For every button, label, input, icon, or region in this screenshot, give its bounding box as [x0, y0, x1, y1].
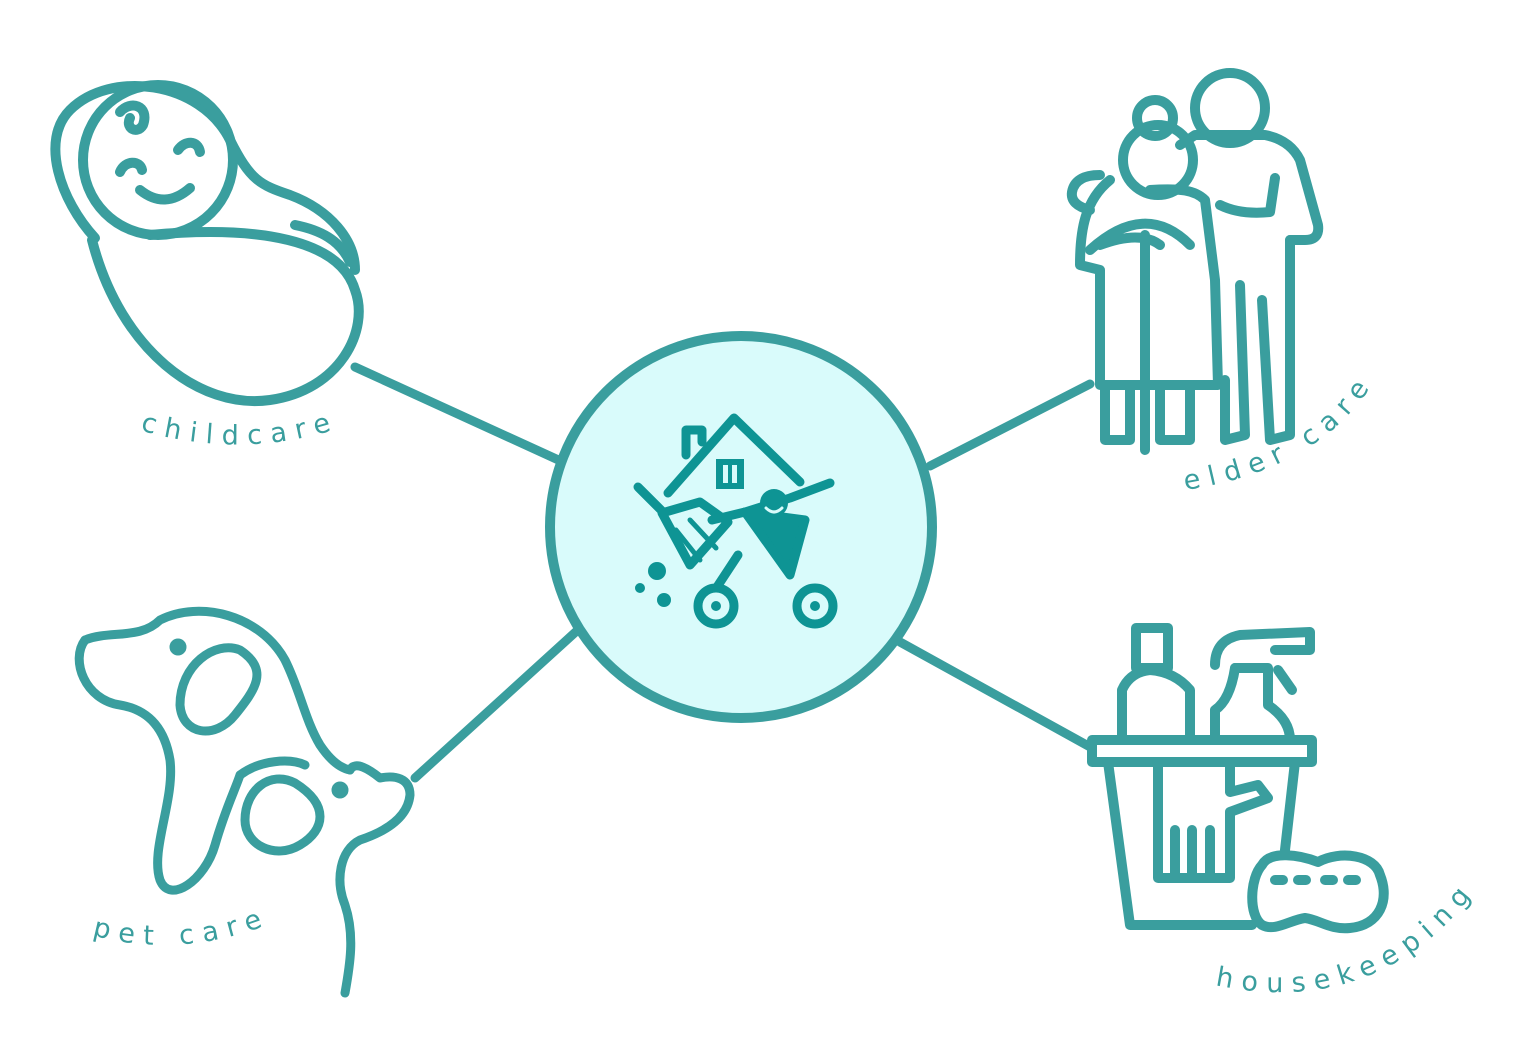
- cleaning-bucket-icon: [1087, 623, 1389, 934]
- node-pet-care: pet care: [74, 606, 415, 998]
- house-cleaning-stroller-icon: [633, 413, 838, 629]
- center-circle: [545, 331, 937, 723]
- two-dogs-icon: [74, 606, 415, 998]
- node-elder-care: elder care: [1066, 68, 1372, 497]
- pet-care-label: pet care: [90, 901, 274, 952]
- swaddled-baby-icon: [50, 80, 364, 407]
- node-childcare: childcare: [50, 80, 364, 452]
- connector-childcare: [350, 362, 570, 468]
- elderly-couple-icon: [1066, 68, 1324, 455]
- node-housekeeping: housekeeping: [1087, 623, 1473, 999]
- connector-housekeeping: [895, 637, 1097, 753]
- childcare-label: childcare: [138, 405, 342, 452]
- connector-elder-care: [925, 379, 1095, 471]
- center-node: [545, 331, 937, 723]
- connector-pet-care: [410, 623, 585, 783]
